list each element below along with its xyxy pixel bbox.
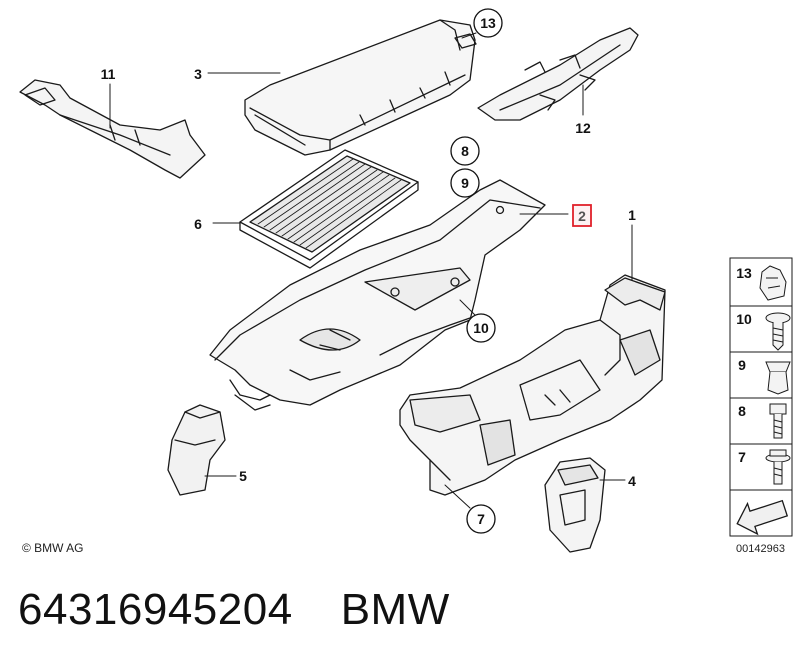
- part-3-filter-cover: [244, 19, 476, 156]
- part-number: 64316945204: [18, 585, 293, 634]
- clip-nut-icon: [759, 265, 787, 301]
- part-11-bracket: [19, 79, 206, 179]
- part-4-duct-piece: [544, 457, 606, 553]
- part-6-filter-element: [239, 149, 419, 269]
- callout-5: 5: [239, 468, 247, 484]
- svg-text:2: 2: [578, 208, 586, 224]
- callout-4: 4: [628, 473, 636, 489]
- brand-name: BMW: [340, 585, 450, 634]
- screw-icon: [765, 312, 791, 351]
- part-12-bracket: [477, 27, 639, 121]
- part-5-hose: [167, 404, 226, 496]
- part-number-line: 64316945204 BMW: [18, 585, 450, 635]
- copyright-text: © BMW AG: [22, 541, 84, 555]
- callout-8: 8: [450, 136, 480, 166]
- callout-7: 7: [466, 504, 496, 534]
- legend-label-9: 9: [738, 357, 746, 373]
- callout-2[interactable]: 2: [572, 204, 592, 227]
- svg-text:7: 7: [477, 511, 485, 527]
- part-13-detail: [454, 33, 477, 49]
- callout-6: 6: [194, 216, 202, 232]
- direction-arrow-icon: [736, 499, 789, 536]
- part-1-lower-duct: [399, 274, 666, 496]
- fastener-legend: [729, 257, 793, 537]
- part-2-filter-housing: [209, 179, 546, 411]
- svg-text:9: 9: [461, 175, 469, 191]
- callout-12: 12: [575, 120, 591, 136]
- svg-text:13: 13: [480, 15, 496, 31]
- legend-label-13: 13: [736, 265, 752, 281]
- callout-13: 13: [473, 8, 503, 38]
- callout-3: 3: [194, 66, 202, 82]
- document-id: 00142963: [736, 543, 785, 555]
- legend-label-8: 8: [738, 403, 746, 419]
- callout-1: 1: [628, 207, 636, 223]
- callout-10: 10: [466, 313, 496, 343]
- bolt-icon: [769, 403, 787, 439]
- svg-text:8: 8: [461, 143, 469, 159]
- expanding-rivet-icon: [765, 361, 791, 395]
- flange-bolt-icon: [765, 449, 791, 485]
- callout-9: 9: [450, 168, 480, 198]
- svg-text:10: 10: [473, 320, 489, 336]
- legend-label-10: 10: [736, 311, 752, 327]
- leader-lines: [109, 32, 633, 509]
- legend-label-7: 7: [738, 449, 746, 465]
- callout-11: 11: [101, 66, 116, 82]
